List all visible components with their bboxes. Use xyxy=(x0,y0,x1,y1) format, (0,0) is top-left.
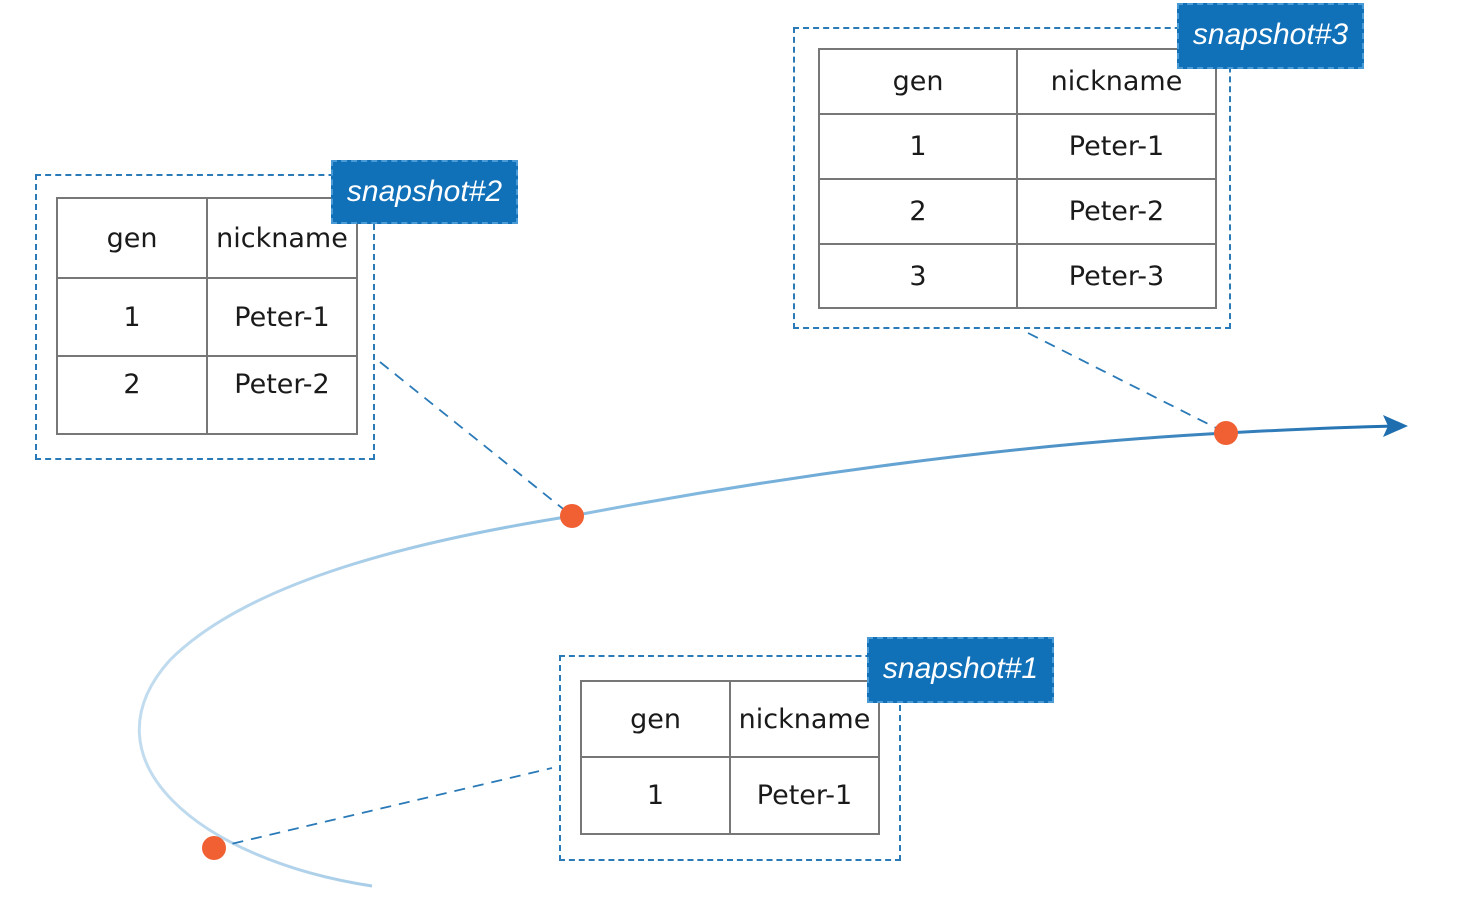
snapshot-1-table: gen nickname 1 Peter-1 xyxy=(580,680,880,835)
cell-nickname: Peter-3 xyxy=(1016,243,1217,309)
cell-nickname: Peter-1 xyxy=(729,756,880,835)
cell-nickname: Peter-1 xyxy=(206,277,358,357)
snapshot-3-table: gen nickname 1 Peter-1 2 Peter-2 3 Peter… xyxy=(818,48,1217,309)
connector-snapshot-2 xyxy=(379,361,573,517)
table-row: 1 Peter-1 xyxy=(56,277,358,357)
cell-nickname: Peter-2 xyxy=(206,355,358,435)
snapshot-3-panel: gen nickname 1 Peter-1 2 Peter-2 3 Peter… xyxy=(793,3,1364,329)
cell-gen: 2 xyxy=(56,355,208,435)
cell-nickname: Peter-2 xyxy=(1016,178,1217,245)
cell-gen: 3 xyxy=(818,243,1018,309)
snapshot-1-frame xyxy=(559,655,901,861)
connector-snapshot-1 xyxy=(213,767,553,849)
snapshot-2-frame xyxy=(35,174,375,460)
table-header-row: gen nickname xyxy=(56,197,358,279)
snapshot-point-1 xyxy=(202,836,226,860)
snapshot-2-panel: gen nickname 1 Peter-1 2 Peter-2 snapsho… xyxy=(35,160,518,460)
cell-gen: 1 xyxy=(818,113,1018,180)
cell-nickname: Peter-1 xyxy=(1016,113,1217,180)
table-row: 2 Peter-2 xyxy=(56,355,358,435)
snapshot-3-frame xyxy=(793,27,1231,329)
table-row: 3 Peter-3 xyxy=(818,243,1217,309)
table-header-row: gen nickname xyxy=(818,48,1217,115)
table-row: 2 Peter-2 xyxy=(818,178,1217,245)
timeline-arrowhead xyxy=(1383,415,1408,437)
column-header-nickname: nickname xyxy=(729,680,880,758)
snapshot-3-label: snapshot#3 xyxy=(1177,3,1364,69)
snapshot-2-label: snapshot#2 xyxy=(331,160,518,224)
cell-gen: 1 xyxy=(56,277,208,357)
column-header-gen: gen xyxy=(580,680,731,758)
snapshot-point-2 xyxy=(560,504,584,528)
table-header-row: gen nickname xyxy=(580,680,880,758)
cell-gen: 2 xyxy=(818,178,1018,245)
cell-gen: 1 xyxy=(580,756,731,835)
table-row: 1 Peter-1 xyxy=(580,756,880,835)
connector-snapshot-3 xyxy=(1027,332,1227,434)
snapshot-2-table: gen nickname 1 Peter-1 2 Peter-2 xyxy=(56,197,358,435)
column-header-nickname: nickname xyxy=(1016,48,1217,115)
table-row: 1 Peter-1 xyxy=(818,113,1217,180)
column-header-gen: gen xyxy=(818,48,1018,115)
snapshot-1-label: snapshot#1 xyxy=(867,637,1054,703)
snapshot-1-panel: gen nickname 1 Peter-1 snapshot#1 xyxy=(559,637,1054,861)
snapshot-point-3 xyxy=(1214,421,1238,445)
column-header-gen: gen xyxy=(56,197,208,279)
